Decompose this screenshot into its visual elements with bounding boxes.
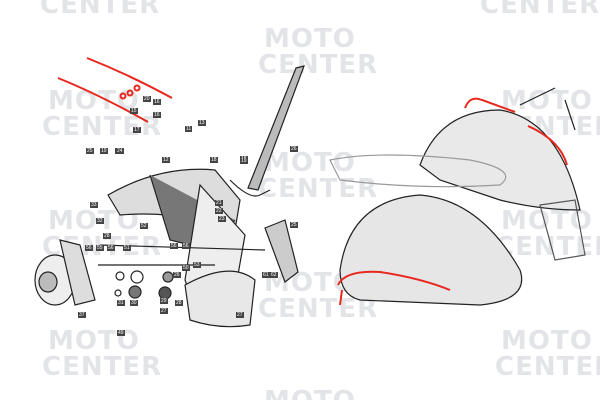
part-number-label: 53 [193, 262, 201, 268]
watermark-text: MOTO [501, 326, 593, 356]
part-number-label: 23 [218, 216, 226, 222]
part-number-label: 49 [117, 330, 125, 336]
plate [539, 199, 586, 261]
part-number-label: 56 [107, 245, 115, 251]
part-number-label: 16 [153, 99, 161, 105]
watermark: CENTER [480, 0, 600, 18]
part-number-label: 55 [96, 245, 104, 251]
part-number-label: 26 [290, 146, 298, 152]
part-number-label: 27 [236, 312, 244, 318]
part-number-label: 28 [175, 300, 183, 306]
watermark-text: MOTO [264, 24, 356, 54]
part-number-label: 25 [86, 148, 94, 154]
highlight-part [133, 84, 141, 92]
fork-tube [247, 65, 305, 191]
part-number-label: 19 [100, 148, 108, 154]
part-number-label: 32 [96, 218, 104, 224]
part-number-label: 31 [117, 300, 125, 306]
highlight-trim-strip [339, 289, 343, 306]
part-number-label: 51 [123, 245, 131, 251]
fork-link [264, 219, 299, 283]
watermark: CENTER [40, 0, 160, 18]
part-number-label: 52 [140, 223, 148, 229]
highlight-part [119, 92, 127, 100]
part-number-label: 21 [215, 200, 223, 206]
highlight-trim-strip [86, 57, 173, 99]
right-side-panel [419, 109, 581, 211]
part-number-label: 37 [78, 312, 86, 318]
highlight-trim-strip [464, 97, 516, 113]
part-number-label: 28 [103, 233, 111, 239]
part-number-label: 18 [210, 157, 218, 163]
part-number-label: 19 [240, 158, 248, 164]
watermark-text: CENTER [495, 352, 600, 382]
panel-outline [329, 154, 507, 188]
part-number-label: 11 [185, 126, 193, 132]
part-number-label: 15 [130, 108, 138, 114]
highlight-trim-strip [527, 125, 568, 166]
watermark-text: MOTO [264, 386, 356, 400]
part-number-label: 25 [290, 222, 298, 228]
watermark: MOTO [264, 388, 356, 400]
highlight-part [126, 89, 134, 97]
highlight-trim-strip [57, 77, 149, 123]
part-number-label: 24 [116, 148, 124, 154]
part-number-label: 33 [90, 202, 98, 208]
part-number-label: 62 [270, 272, 278, 278]
part-number-label: 20 [143, 96, 151, 102]
clip [564, 99, 576, 131]
watermark-text: CENTER [258, 174, 379, 204]
part-number-label: 29 [160, 298, 168, 304]
part-number-label: 16 [153, 112, 161, 118]
part-number-label: 22 [215, 208, 223, 214]
part-number-label: 17 [133, 127, 141, 133]
part-number-label: 56 [85, 245, 93, 251]
part-number-label: 61 [262, 272, 270, 278]
bearing [115, 271, 125, 281]
highlight-trim-strip [337, 270, 451, 291]
part-number-label: 50 [182, 265, 190, 271]
part-number-label: 30 [130, 300, 138, 306]
part-number-label: 27 [160, 308, 168, 314]
watermark-text: CENTER [258, 50, 379, 80]
part-number-label: 56 [170, 243, 178, 249]
watermark-text: CENTER [258, 294, 379, 324]
part-number-label: 26 [173, 272, 181, 278]
part-number-label: 13 [198, 120, 206, 126]
watermark-text: CENTER [40, 0, 161, 20]
part-number-label: 12 [162, 157, 170, 163]
watermark-text: MOTO [264, 148, 356, 178]
watermark-text: CENTER [480, 0, 600, 20]
watermark-text: CENTER [42, 352, 163, 382]
rod [519, 87, 556, 106]
mudguard-rear [184, 270, 256, 328]
brake-plate [59, 239, 96, 306]
left-side-panel [339, 194, 523, 306]
part-number-label: 56 [182, 243, 190, 249]
